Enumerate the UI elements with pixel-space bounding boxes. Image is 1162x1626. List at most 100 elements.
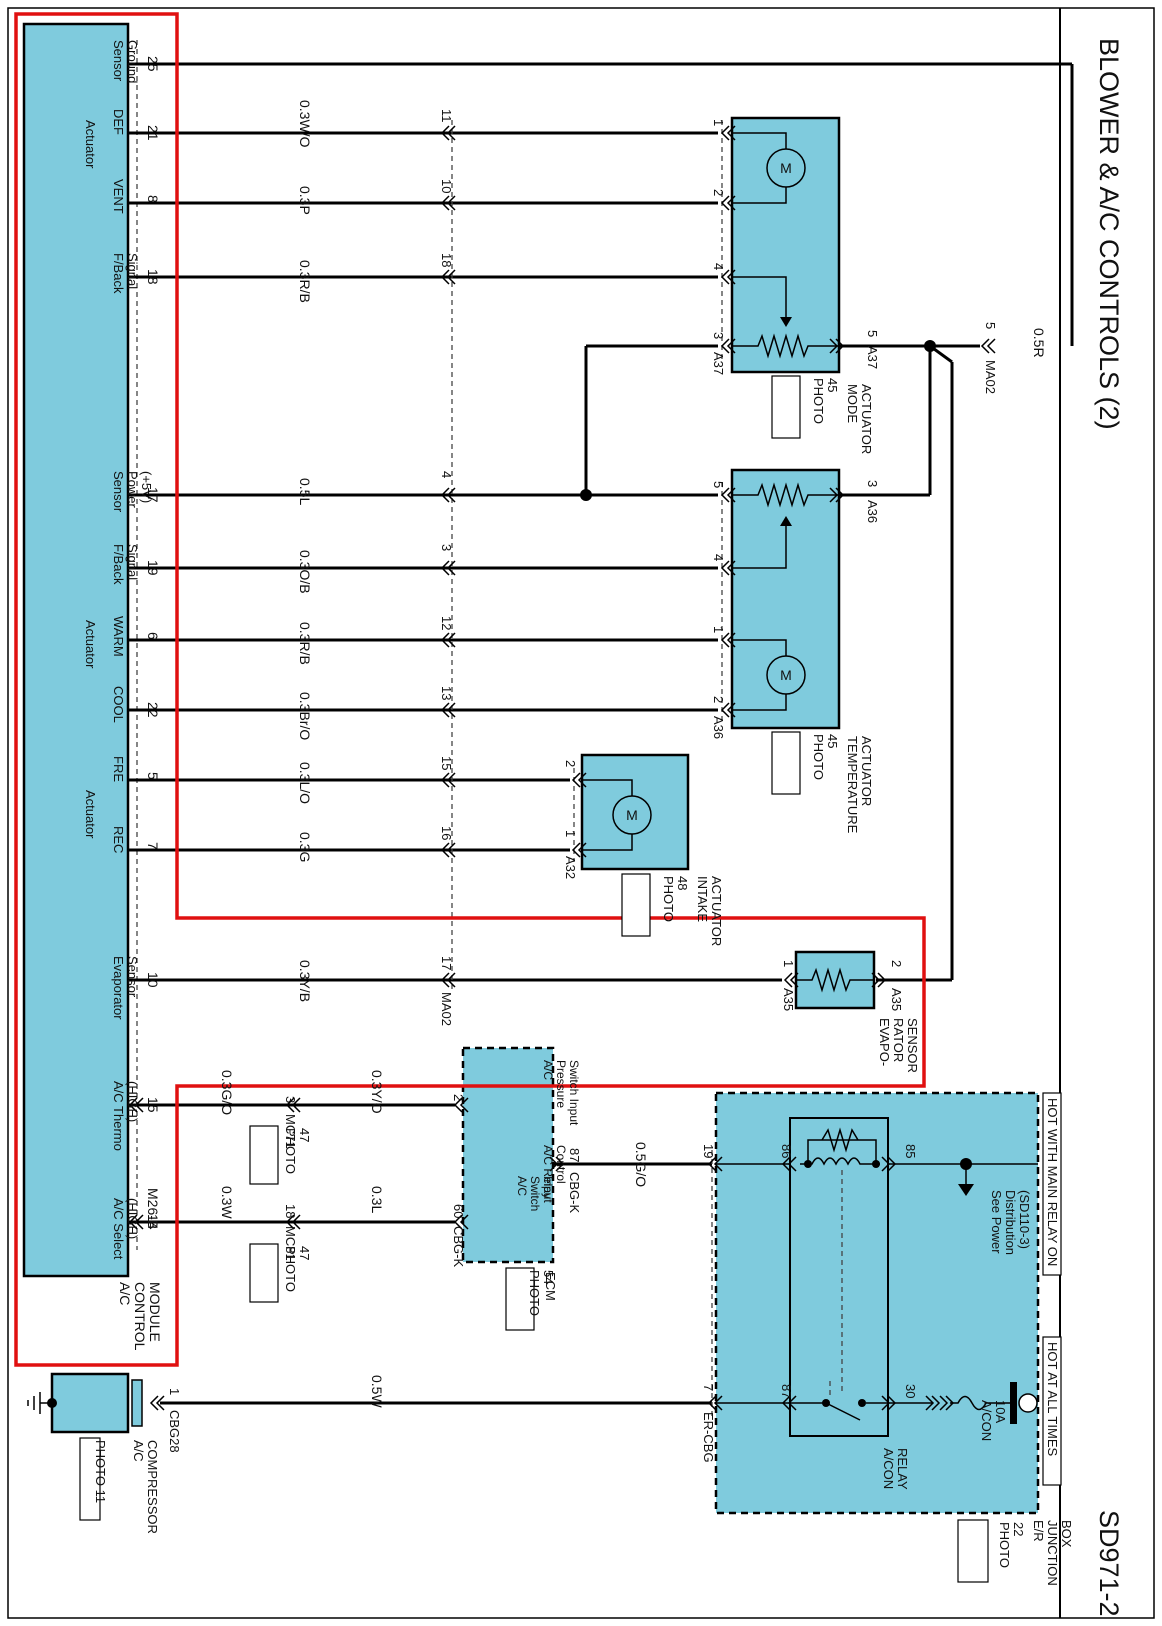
mode-actuator-group-label: Actuator xyxy=(83,120,98,169)
svg-text:5: 5 xyxy=(983,322,998,329)
svg-text:2: 2 xyxy=(711,189,726,196)
mc81-label: MC81 xyxy=(283,1226,298,1261)
svg-text:19: 19 xyxy=(701,1144,716,1158)
svg-text:RATOR: RATOR xyxy=(891,1018,906,1062)
ma02-pin-3: 3 xyxy=(439,544,454,551)
svg-text:BOX: BOX xyxy=(1059,1520,1074,1548)
wire-label-15: 0.5W xyxy=(369,1375,385,1408)
svg-text:0.5R: 0.5R xyxy=(1031,328,1047,358)
module-label-ac-select: A/C Select(HIGH) xyxy=(111,1198,140,1260)
svg-text:Input: Input xyxy=(541,1176,555,1203)
ecm-name: ECM xyxy=(543,1272,558,1301)
svg-text:45: 45 xyxy=(825,734,840,748)
svg-text:1: 1 xyxy=(167,1388,182,1395)
svg-text:INTAKE: INTAKE xyxy=(695,876,710,922)
svg-text:6: 6 xyxy=(145,632,161,640)
module-pin-15: 15 xyxy=(145,1097,161,1113)
svg-text:48: 48 xyxy=(675,876,690,890)
module-label-def: DEF xyxy=(111,109,126,135)
ma02-pin-4: 4 xyxy=(439,471,454,478)
svg-text:A36: A36 xyxy=(711,716,726,739)
wire-label-6: 0.3Br/O xyxy=(297,692,313,740)
intake-connector: A32 xyxy=(563,856,578,879)
wire-label-13: 0.3L xyxy=(369,1186,385,1213)
svg-text:CBG-K: CBG-K xyxy=(567,1172,582,1214)
svg-text:A/C: A/C xyxy=(515,1176,529,1196)
ma02-pin-11: 11 xyxy=(439,109,454,123)
svg-text:(HIGH): (HIGH) xyxy=(125,1081,140,1122)
svg-text:M26-B: M26-B xyxy=(145,1188,161,1229)
ma02-pin-17: 17 xyxy=(439,956,454,970)
wire-label-5: 0.3R/B xyxy=(297,622,313,665)
svg-text:0.3Y/O: 0.3Y/O xyxy=(369,1070,385,1114)
svg-text:Switch Input: Switch Input xyxy=(567,1060,581,1126)
wire-label-16: 0.5R xyxy=(1031,328,1047,358)
module-label-fre: FRE xyxy=(111,756,126,782)
svg-text:PHOTO: PHOTO xyxy=(661,876,676,922)
svg-text:Signal: Signal xyxy=(125,544,140,580)
temp-potentiometer-icon xyxy=(732,482,839,508)
mode-pin-5: 5 xyxy=(865,330,880,337)
svg-text:18: 18 xyxy=(283,1204,298,1218)
svg-text:0.3W/O: 0.3W/O xyxy=(297,100,313,148)
acon-relay xyxy=(789,1117,889,1437)
svg-text:5: 5 xyxy=(711,481,726,488)
module-pin-17: 17 xyxy=(145,487,161,503)
svg-text:REC: REC xyxy=(111,826,126,853)
svg-text:18: 18 xyxy=(145,269,161,285)
svg-text:JUNCTION: JUNCTION xyxy=(1045,1520,1060,1586)
module-connector-label: M26-B xyxy=(145,1188,161,1229)
svg-text:SD971-2: SD971-2 xyxy=(1094,1510,1124,1617)
svg-text:ACTUATOR: ACTUATOR xyxy=(859,384,874,454)
svg-text:Actuator: Actuator xyxy=(83,120,98,169)
ecm xyxy=(461,1046,555,1264)
compressor-pin: 1 xyxy=(167,1388,182,1395)
temp-connector-left: A36 xyxy=(711,716,726,739)
mc71-pin: 3 xyxy=(283,1096,298,1103)
ma02-top-label: MA02 xyxy=(983,360,998,394)
svg-text:A/C: A/C xyxy=(117,1282,133,1305)
svg-text:A35: A35 xyxy=(781,988,796,1011)
svg-text:0.3Y/B: 0.3Y/B xyxy=(297,960,313,1002)
svg-text:A35: A35 xyxy=(889,988,904,1011)
svg-text:MC71: MC71 xyxy=(283,1114,298,1149)
svg-text:A/C Select: A/C Select xyxy=(111,1198,126,1260)
svg-text:Sensor: Sensor xyxy=(111,40,126,82)
svg-text:(HIGH): (HIGH) xyxy=(125,1198,140,1239)
hot-all-times-label: HOT AT ALL TIMES xyxy=(1045,1342,1060,1456)
er-junction-box xyxy=(714,1091,1040,1515)
svg-text:A/CON: A/CON xyxy=(881,1448,896,1489)
ecm-pin-60: 60 xyxy=(451,1204,466,1218)
jb-pin-87: 87 xyxy=(779,1384,794,1398)
svg-text:RELAY: RELAY xyxy=(895,1448,910,1490)
svg-text:1: 1 xyxy=(711,626,726,633)
svg-text:5: 5 xyxy=(145,772,161,780)
svg-text:ACTUATOR: ACTUATOR xyxy=(709,876,724,946)
svg-text:CONTROL: CONTROL xyxy=(132,1282,148,1351)
jb-pin-7: 7 xyxy=(701,1384,716,1391)
module-pin-21: 21 xyxy=(145,125,161,141)
svg-text:0.3Br/O: 0.3Br/O xyxy=(297,692,313,740)
svg-text:F/Back: F/Back xyxy=(111,544,126,585)
svg-text:1: 1 xyxy=(563,830,578,837)
mc71-label: MC71 xyxy=(283,1114,298,1149)
svg-text:A/CON: A/CON xyxy=(979,1400,994,1441)
svg-text:22: 22 xyxy=(1011,1522,1026,1536)
svg-text:PHOTO: PHOTO xyxy=(283,1246,298,1292)
evap-pin-2: 2 xyxy=(889,960,904,967)
svg-text:PHOTO: PHOTO xyxy=(283,1128,298,1174)
temp-pin-5: 5 xyxy=(711,481,726,488)
svg-text:A37: A37 xyxy=(711,352,726,375)
svg-text:0.5W: 0.5W xyxy=(369,1375,385,1408)
evap-connector-left: A35 xyxy=(781,988,796,1011)
svg-text:Pressure: Pressure xyxy=(554,1060,568,1108)
